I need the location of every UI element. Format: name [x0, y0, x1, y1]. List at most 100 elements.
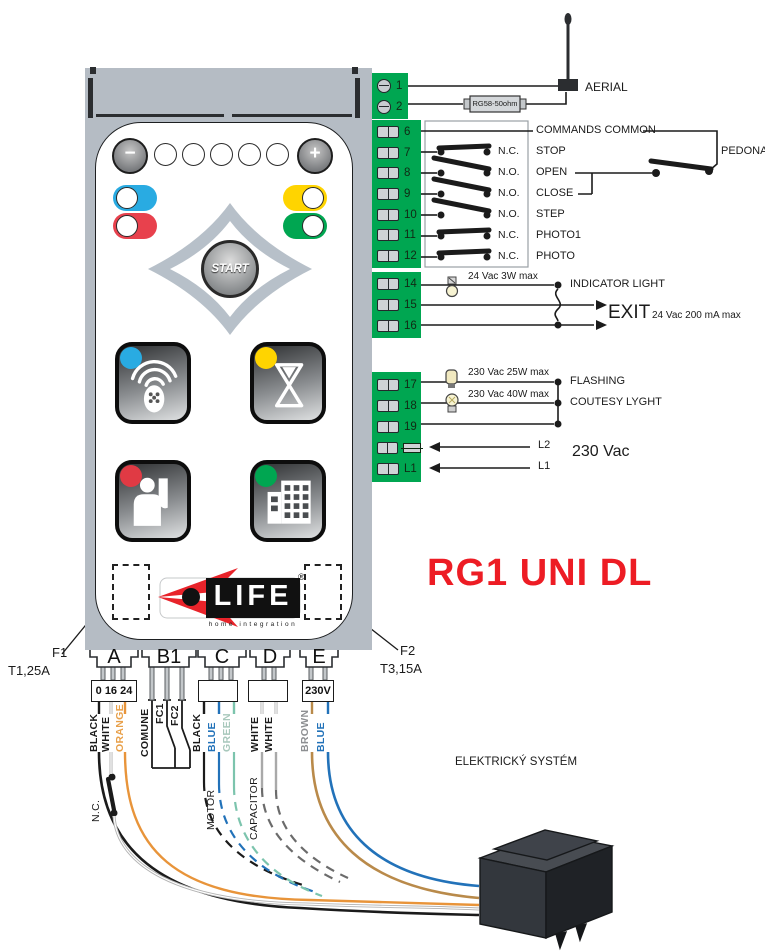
start-label: START — [211, 263, 249, 275]
pill-circle — [116, 187, 138, 209]
capacitor-label: CAPACITOR — [248, 777, 260, 840]
minus-button: − — [112, 138, 148, 174]
terminal-number: 2 — [396, 100, 403, 113]
building-icon — [267, 480, 311, 524]
aerial-label: AERIAL — [585, 80, 628, 94]
connector-a-label: A — [107, 646, 121, 668]
fuse-f1-label: F1 — [52, 645, 68, 660]
contact-type: N.O. — [498, 166, 520, 178]
contact-type: N.C. — [498, 145, 519, 157]
fuse-f2-slot — [304, 564, 342, 620]
command-label: CLOSE — [536, 187, 574, 199]
command-label: OPEN — [536, 166, 568, 178]
terminal-row: 8 — [372, 167, 421, 180]
terminal-icon — [377, 319, 399, 332]
terminal-icon — [377, 167, 399, 180]
board-top-detail — [96, 114, 224, 117]
terminal-icon — [377, 442, 399, 455]
mains-voltage-label: 230V — [305, 685, 331, 697]
terminal-row: 17 — [372, 378, 421, 391]
led-indicator — [238, 143, 261, 166]
antenna-icon — [558, 13, 578, 91]
command-label: STOP — [536, 145, 566, 157]
contact-type: N.C. — [498, 250, 519, 262]
wire-label-comune: COMUNE — [139, 708, 151, 757]
wire-label-fc1: FC1 — [154, 703, 166, 724]
screw-terminal-icon — [377, 78, 391, 93]
start-button: START — [201, 240, 259, 298]
wire-label-white: WHITE — [100, 716, 112, 752]
terminal-icon — [377, 249, 399, 262]
terminal-number: 7 — [404, 146, 411, 159]
indicator-lamp-icon — [445, 276, 459, 298]
building-button — [250, 460, 326, 542]
transformer-icon — [477, 829, 615, 951]
indicator-rating: 24 Vac 3W max — [468, 271, 538, 282]
terminal-icon — [377, 187, 399, 200]
hourglass-icon — [274, 363, 304, 408]
courtesy-bulb-icon — [445, 393, 459, 413]
motor-label: MOTOR — [205, 789, 217, 830]
logo-tagline: home integration — [208, 621, 298, 628]
terminal-number: 12 — [404, 249, 417, 262]
terminal-row: 12 — [372, 249, 421, 262]
terminal-icon — [377, 126, 399, 139]
terminal-number: 17 — [404, 378, 417, 391]
connector-b1-label: B1 — [156, 646, 182, 668]
blue-led-pill — [113, 185, 157, 211]
screw-terminal-icon — [377, 99, 391, 114]
terminal-icon — [377, 229, 399, 242]
board-top-detail — [88, 78, 93, 118]
terminal-row: 10 — [372, 208, 421, 221]
contact-type: N.O. — [498, 187, 520, 199]
pill-circle — [116, 215, 138, 237]
wire-label-white: WHITE — [249, 716, 261, 752]
pedonal-label: PEDONAL — [721, 145, 765, 157]
terminal-icon — [377, 420, 399, 433]
wire-label-white: WHITE — [263, 716, 275, 752]
wire-label-orange: ORANGE — [114, 704, 126, 752]
nc-switch-label: N.C. — [90, 799, 102, 822]
terminal-number: 16 — [404, 319, 417, 332]
voltage-tap-box: 0 16 24 — [91, 680, 137, 702]
remote-control-icon — [130, 359, 178, 413]
board-top-detail — [232, 114, 352, 117]
terminal-number: 9 — [404, 187, 411, 200]
exit-label: EXIT — [608, 302, 651, 323]
terminal-number: 1 — [396, 79, 403, 92]
command-label: PHOTO — [536, 250, 575, 262]
coax-label: RG58-50ohm — [472, 99, 518, 108]
blue-dot — [120, 347, 142, 369]
yellow-led-pill — [283, 185, 327, 211]
terminal-number: 11 — [404, 229, 416, 242]
terminal-number: 6 — [404, 126, 411, 139]
wire-label-black: BLACK — [191, 713, 203, 752]
terminal-icon — [377, 208, 399, 221]
terminal-number: 18 — [404, 399, 417, 412]
board-top-detail — [352, 67, 358, 74]
indicator-label: INDICATOR LIGHT — [570, 278, 665, 290]
terminal-number: 14 — [404, 278, 417, 291]
exit-rating: 24 Vac 200 mA max — [652, 310, 741, 321]
radio-button — [115, 342, 191, 424]
terminal-row: 16 — [372, 319, 421, 332]
life-logo: LIFE ® home integration — [138, 566, 308, 632]
terminal-row: 14 — [372, 278, 421, 291]
led-indicator — [182, 143, 205, 166]
terminal-icon — [377, 146, 399, 159]
terminal-row: 11 — [372, 229, 421, 242]
wire-label-black: BLACK — [88, 713, 100, 752]
fuse-f1-rating: T1,25A — [8, 663, 50, 678]
terminal-icon — [377, 463, 399, 476]
terminal-row: 6 — [372, 126, 421, 139]
terminal-icon — [377, 278, 399, 291]
pill-circle — [302, 215, 324, 237]
terminal-number: L1 — [404, 463, 417, 476]
mains-connector-box: 230V — [302, 680, 334, 702]
terminal-icon — [377, 378, 399, 391]
flashing-label: FLASHING — [570, 375, 626, 387]
connector-d-label: D — [262, 646, 278, 668]
wire-label-blue: BLUE — [315, 722, 327, 752]
